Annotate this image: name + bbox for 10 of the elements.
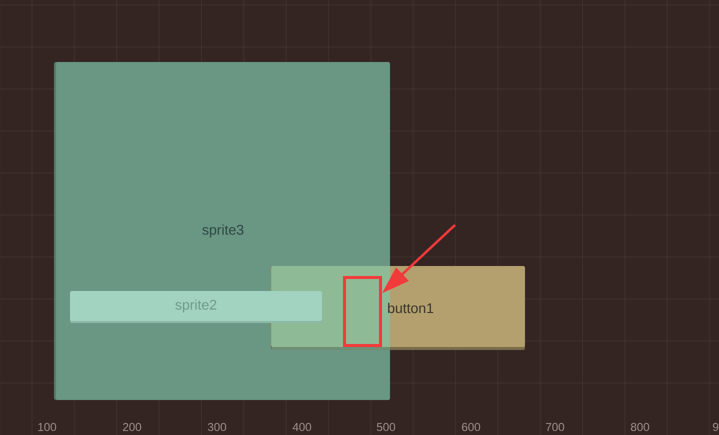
axis-label: 400 bbox=[292, 422, 312, 432]
axis-label: 9 bbox=[712, 422, 718, 432]
axis-label: 200 bbox=[123, 422, 142, 432]
axis-label: 600 bbox=[462, 422, 480, 432]
axis-label: 300 bbox=[208, 422, 226, 432]
axis-label: 100 bbox=[38, 422, 56, 432]
highlight-box bbox=[343, 276, 382, 347]
axis-label: 500 bbox=[376, 422, 396, 432]
axis-label: 800 bbox=[630, 422, 650, 432]
axis-label: 700 bbox=[546, 422, 564, 432]
